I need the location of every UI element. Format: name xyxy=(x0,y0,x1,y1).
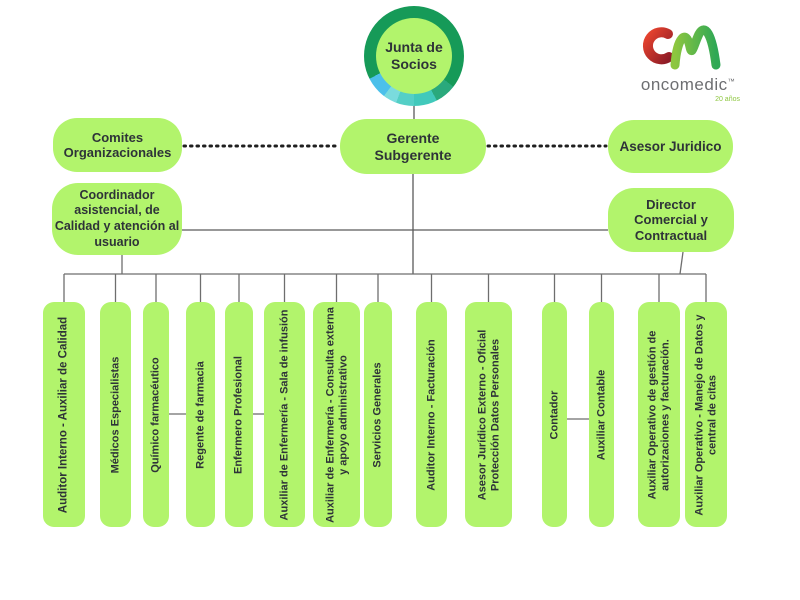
staff-box-quimico-farmaceutico: Químico farmacéutico xyxy=(143,302,169,527)
staff-box-auxiliar-enfermeria-sala-infusion: Auxiliar de Enfermería - Sala de infusió… xyxy=(264,302,305,527)
trademark-symbol: ™ xyxy=(727,78,736,86)
staff-role-label: Auxiliar Operativo de gestión de autoriz… xyxy=(646,330,671,499)
staff-role-label: Servicios Generales xyxy=(371,361,384,468)
staff-box-medicos-especialistas: Médicos Especialistas xyxy=(100,302,131,527)
staff-box-asesor-juridico-externo: Asesor Jurídico Externo - Oficial Protec… xyxy=(465,302,512,527)
staff-drop-lines xyxy=(63,274,707,302)
staff-role-label: Auditor Interno - Auxiliar de Calidad xyxy=(57,316,70,513)
node-coordinador-asistencial: Coordinador asistencial, de Calidad y at… xyxy=(52,183,182,255)
node-comites-organizacionales: Comites Organizacionales xyxy=(53,118,182,172)
node-label: Asesor Juridico xyxy=(619,138,722,154)
root-node-ring: Junta de Socios xyxy=(364,6,464,106)
node-asesor-juridico: Asesor Juridico xyxy=(608,120,733,173)
staff-role-label: Químico farmacéutico xyxy=(149,356,162,473)
logo-tagline: 20 años xyxy=(715,96,740,103)
staff-role-label: Auxiliar Operativo - Manejo de Datos y c… xyxy=(693,313,718,516)
staff-box-contador: Contador xyxy=(542,302,567,527)
node-director-comercial: Director Comercial y Contractual xyxy=(608,188,734,252)
staff-role-label: Regente de farmacia xyxy=(194,360,207,469)
staff-role-label: Auxiliar Contable xyxy=(595,369,608,460)
node-label: Comites Organizacionales xyxy=(63,129,172,160)
staff-box-auxiliar-contable: Auxiliar Contable xyxy=(589,302,614,527)
node-label: Director Comercial y Contractual xyxy=(634,197,708,243)
staff-role-label: Médicos Especialistas xyxy=(109,356,122,473)
staff-role-label: Auditor Interno - Facturación xyxy=(425,338,438,491)
staff-box-servicios-generales: Servicios Generales xyxy=(364,302,392,527)
node-label: Gerente Subgerente xyxy=(374,129,452,163)
staff-box-auditor-interno-facturacion: Auditor Interno - Facturación xyxy=(416,302,447,527)
root-node-junta-de-socios: Junta de Socios xyxy=(376,18,452,94)
staff-box-regente-de-farmacia: Regente de farmacia xyxy=(186,302,215,527)
oncomedic-logo: oncomedic™ 20 años xyxy=(628,20,748,103)
staff-role-label: Auxiliar de Enfermería - Consulta extern… xyxy=(323,306,349,523)
root-node-label: Junta de Socios xyxy=(385,39,443,72)
staff-box-auxiliar-operativo-central-citas: Auxiliar Operativo - Manejo de Datos y c… xyxy=(685,302,727,527)
staff-role-label: Contador xyxy=(548,390,561,439)
staff-box-auditor-interno-calidad: Auditor Interno - Auxiliar de Calidad xyxy=(43,302,85,527)
staff-role-label: Enfermero Profesional xyxy=(232,355,245,474)
oncomedic-wordmark: oncomedic™ xyxy=(640,75,736,94)
node-label: Coordinador asistencial, de Calidad y at… xyxy=(54,187,180,249)
line-director-to-bus xyxy=(679,251,684,275)
staff-role-label: Asesor Jurídico Externo - Oficial Protec… xyxy=(475,329,501,500)
staff-role-label: Auxiliar de Enfermería - Sala de infusió… xyxy=(278,309,291,520)
oncomedic-logo-mark xyxy=(642,25,721,70)
staff-box-auxiliar-enfermeria-consulta-externa: Auxiliar de Enfermería - Consulta extern… xyxy=(313,302,360,527)
node-gerente-subgerente: Gerente Subgerente xyxy=(340,119,486,174)
staff-box-enfermero-profesional: Enfermero Profesional xyxy=(225,302,253,527)
sibling-connector-lines xyxy=(169,413,589,420)
staff-box-auxiliar-operativo-autorizaciones: Auxiliar Operativo de gestión de autoriz… xyxy=(638,302,680,527)
